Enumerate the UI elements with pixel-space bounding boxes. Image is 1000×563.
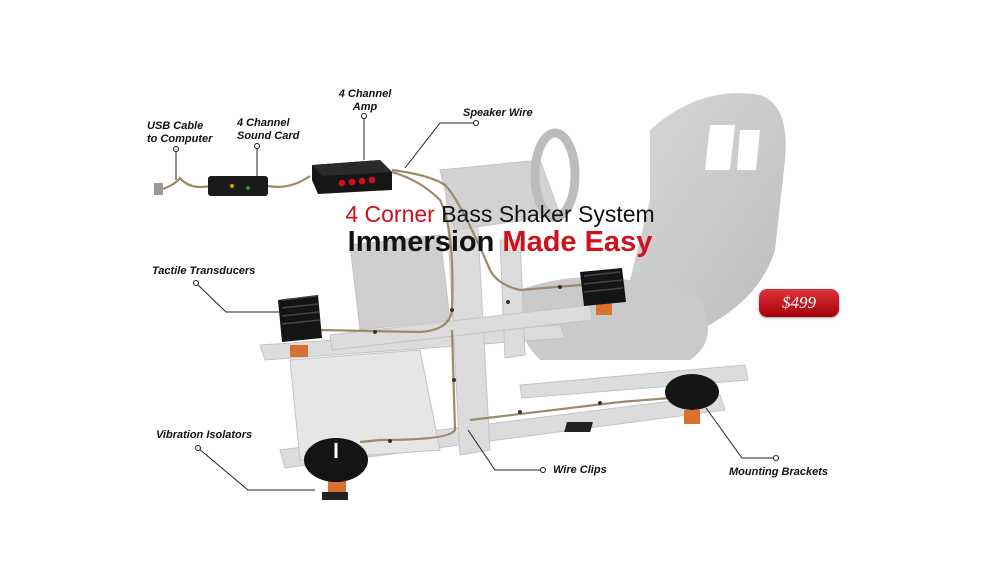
callout-sound-card: 4 Channel Sound Card <box>237 117 299 143</box>
sound-card <box>208 176 268 196</box>
callout-wire-clips: Wire Clips <box>553 464 607 476</box>
callout-tactile-transducers: Tactile Transducers <box>152 265 256 277</box>
callout-amp-line1: 4 Channel <box>338 88 392 100</box>
callout-mounting-brackets: Mounting Brackets <box>729 466 829 478</box>
callout-vibration-isolators: Vibration Isolators <box>156 429 253 441</box>
callout-speaker-wire: Speaker Wire <box>463 107 533 119</box>
callout-sound-card-line2: Sound Card <box>237 130 300 142</box>
callout-leader-lines <box>175 116 776 491</box>
headline-line1-rest: Bass Shaker System <box>441 201 655 227</box>
headline-line1: 4 Corner Bass Shaker System <box>0 201 1000 228</box>
headline-line2-main: Immersion <box>347 226 495 258</box>
steering-wheel <box>530 128 580 222</box>
callout-amp-line2: Amp <box>352 101 378 113</box>
transducer-front-right <box>580 268 626 315</box>
speaker-wiring <box>159 168 671 444</box>
price-badge[interactable]: $499 <box>759 289 839 317</box>
transducer-rear-left <box>304 438 368 500</box>
usb-plug <box>154 183 163 195</box>
transducer-front-left <box>278 295 322 357</box>
callout-sound-card-line1: 4 Channel <box>237 117 290 129</box>
amplifier <box>312 160 392 194</box>
headline-line2: Immersion Made Easy <box>0 226 1000 259</box>
callout-usb-cable: USB Cable to Computer <box>147 120 212 146</box>
callout-usb-cable-line1: USB Cable <box>147 120 204 132</box>
transducer-rear-right <box>564 374 719 432</box>
racing-seat <box>517 93 786 360</box>
callout-usb-cable-line2: to Computer <box>147 133 213 145</box>
callout-endpoints <box>172 112 780 474</box>
headline-line1-accent: 4 Corner <box>345 201 435 227</box>
callout-amp: 4 Channel Amp <box>337 88 393 114</box>
wire-clip-markers <box>373 285 602 443</box>
headline-line2-accent: Made Easy <box>502 226 653 258</box>
